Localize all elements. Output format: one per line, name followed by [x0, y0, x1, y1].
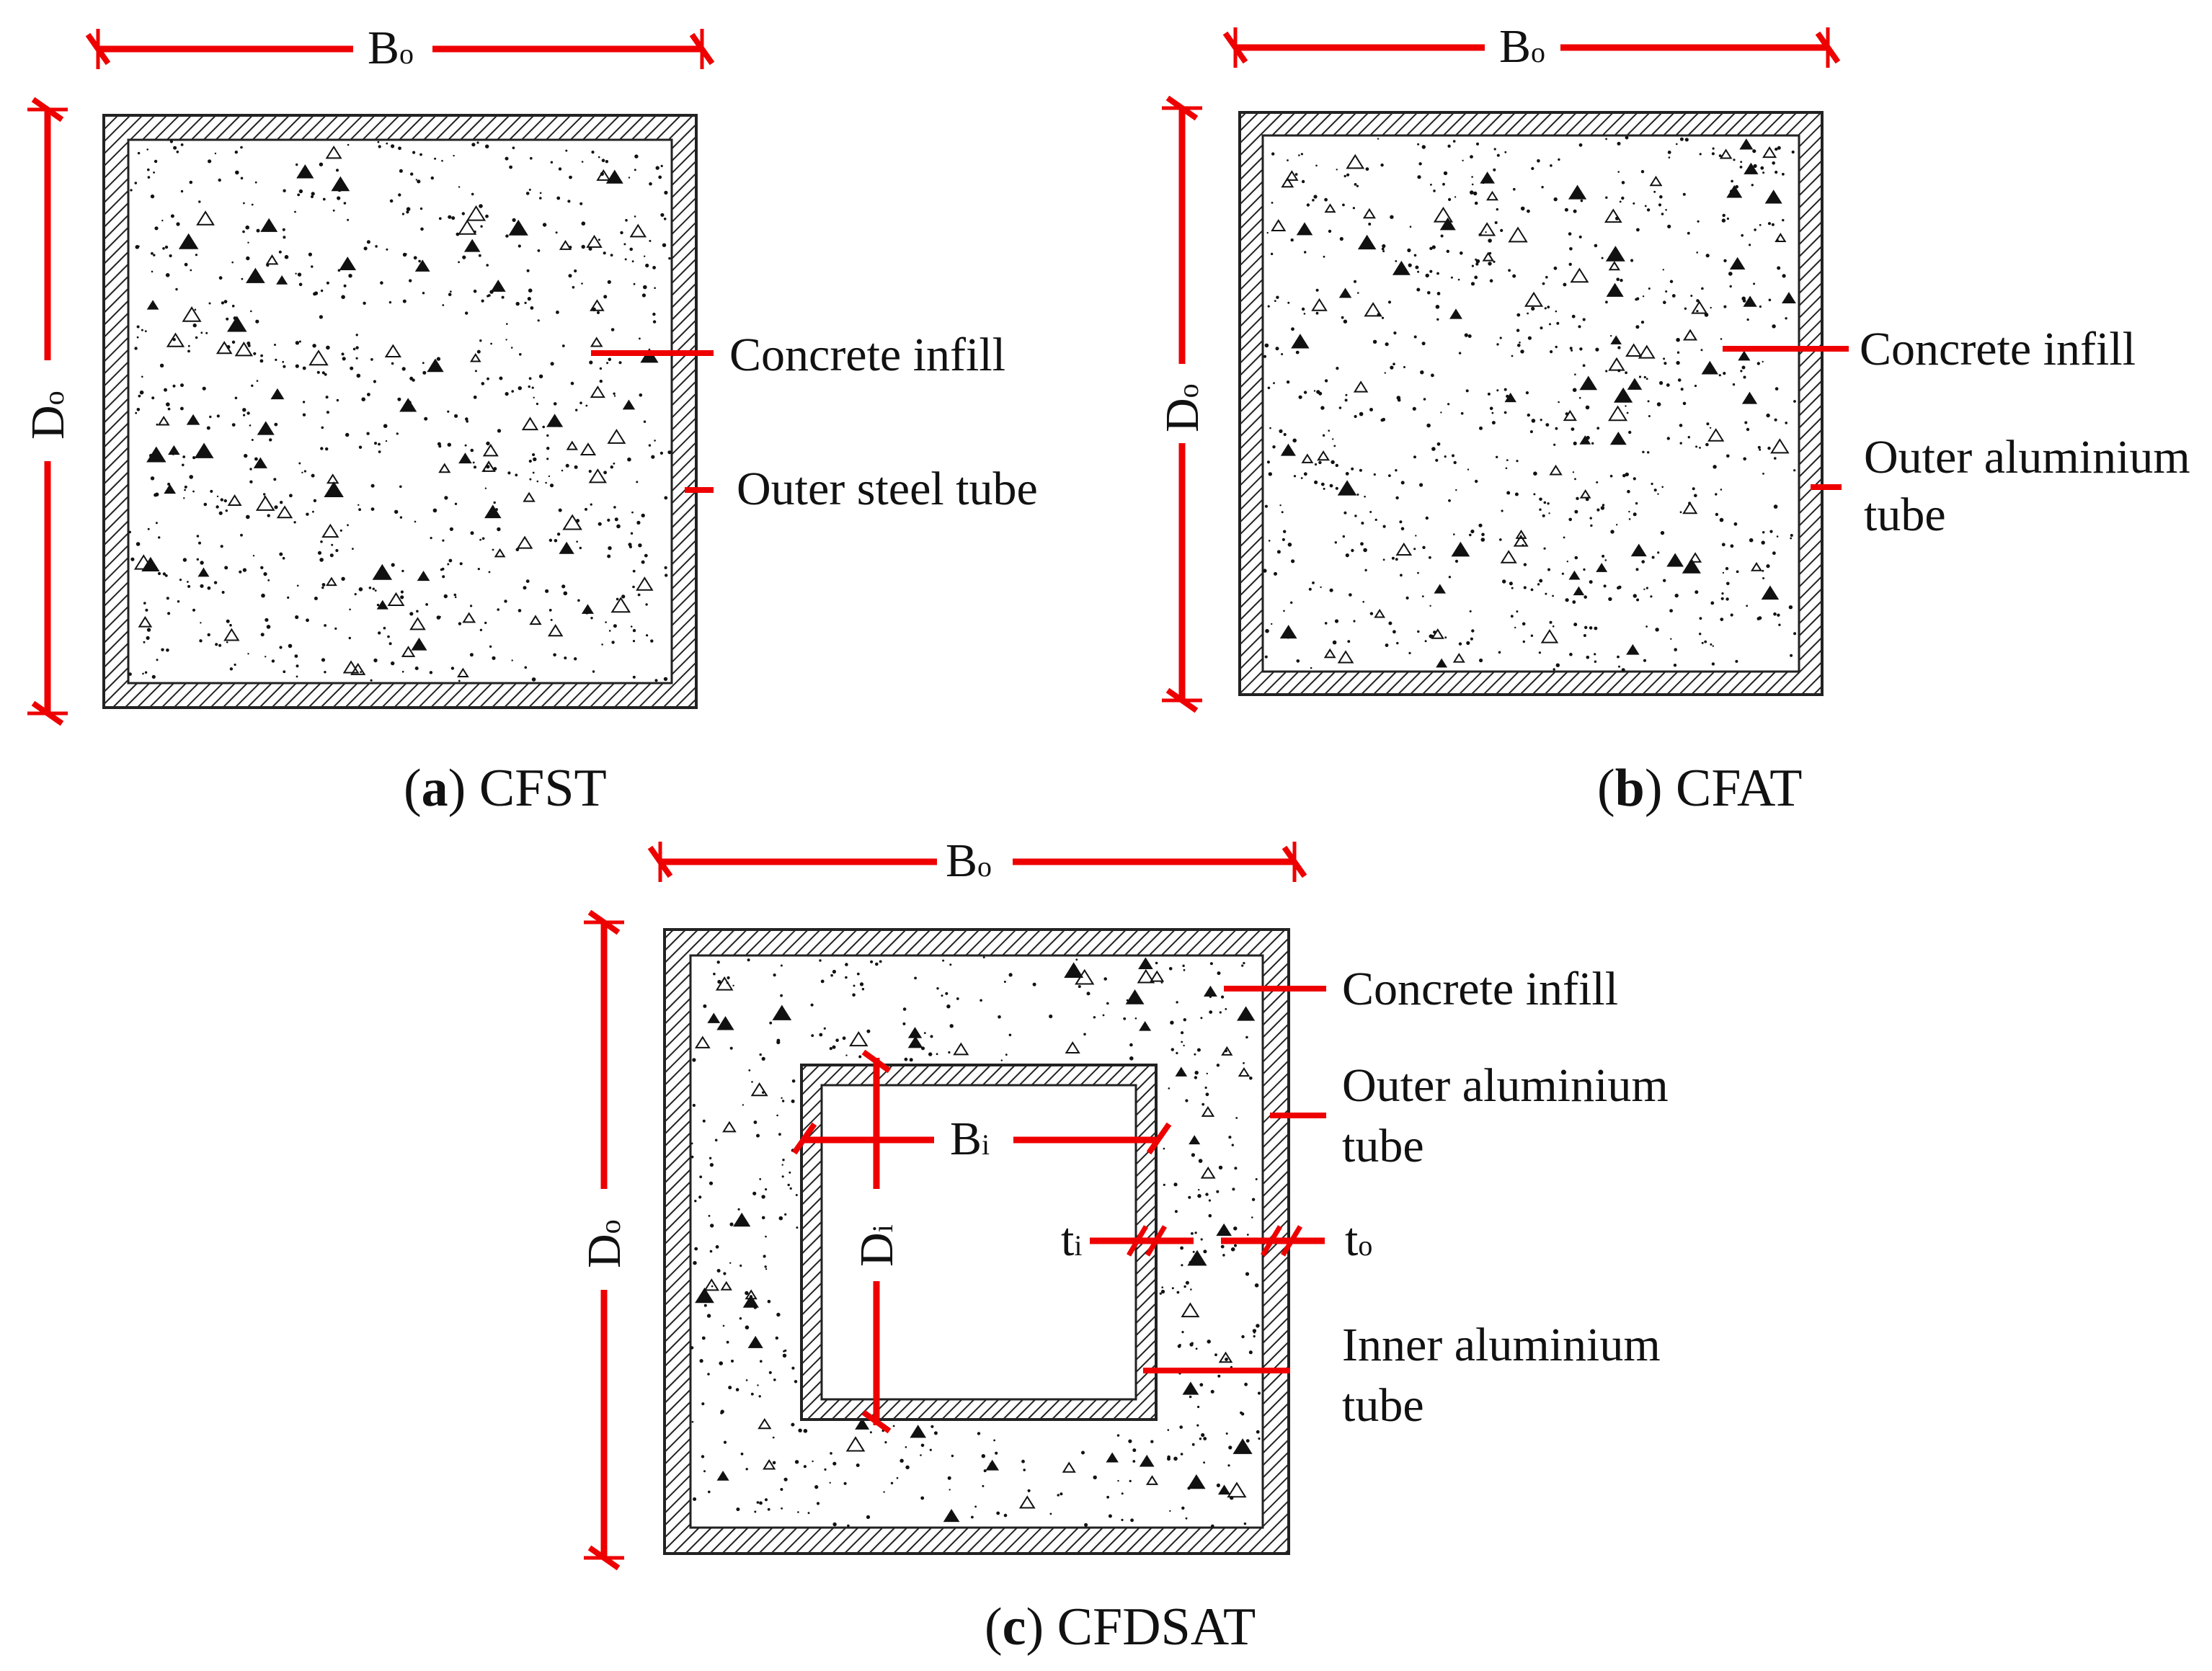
width-dimension-bo: Bo [647, 834, 1307, 887]
label-inner-aluminium-tube-line2: tube [1342, 1379, 1424, 1432]
dim-label-b: B [950, 1113, 982, 1165]
width-dimension-bi: Bi [791, 1113, 1172, 1165]
concrete-aggregate-dots [128, 140, 672, 682]
dim-label-b: B [1499, 20, 1531, 73]
svg-text:Bo: Bo [946, 834, 992, 887]
thickness-dimension-ti: ti [1061, 1213, 1194, 1266]
svg-text:Do: Do [1156, 383, 1209, 432]
concrete-aggregate-dots [690, 956, 1261, 1528]
dim-label-d: D [22, 405, 74, 440]
dim-label-b: B [946, 834, 977, 887]
svg-text:Bo: Bo [1499, 20, 1545, 73]
depth-dimension-di: Di [850, 1049, 903, 1434]
dim-label-b: B [368, 22, 399, 74]
label-concrete-infill: Concrete infill [729, 329, 1005, 381]
label-inner-aluminium-tube-line1: Inner aluminium [1342, 1319, 1661, 1371]
dim-subscript-o: o [1172, 383, 1204, 398]
depth-dimension-do: Do [22, 97, 74, 726]
caption-b: (b) CFAT [1597, 759, 1802, 818]
label-concrete-infill: Concrete infill [1860, 323, 2136, 375]
dim-subscript-o: o [1358, 1229, 1372, 1262]
width-dimension-bo: Bo [85, 22, 715, 74]
svg-text:to: to [1345, 1213, 1372, 1266]
dim-subscript-i: i [1074, 1229, 1082, 1262]
label-concrete-infill: Concrete infill [1342, 963, 1618, 1015]
dim-subscript-o: o [399, 37, 414, 70]
dim-subscript-o: o [594, 1219, 626, 1234]
svg-text:Bo: Bo [368, 22, 414, 74]
panel-c-cfdsat: Bo Do Bi Di [578, 834, 1669, 1657]
concrete-infill-area [1261, 134, 1800, 673]
svg-text:Di: Di [850, 1224, 903, 1267]
dim-subscript-o: o [1531, 36, 1545, 68]
dim-label-d: D [850, 1232, 903, 1267]
depth-dimension-do: Do [1156, 95, 1209, 713]
svg-text:Do: Do [22, 391, 74, 440]
caption-c: (c) CFDSAT [985, 1598, 1256, 1657]
width-dimension-bo: Bo [1222, 20, 1841, 73]
depth-dimension-do: Do [578, 909, 631, 1571]
label-outer-aluminium-tube-line1: Outer aluminium [1342, 1059, 1669, 1112]
label-outer-aluminium-tube-line1: Outer aluminium [1864, 431, 2190, 484]
label-outer-aluminium-tube-line2: tube [1342, 1120, 1424, 1172]
caption-a: (a) CFST [404, 759, 607, 818]
concrete-aggregate-dots [1263, 135, 1797, 672]
label-outer-steel-tube: Outer steel tube [737, 463, 1038, 515]
dim-subscript-i: i [982, 1128, 990, 1161]
dim-subscript-o: o [37, 391, 70, 405]
svg-text:Bi: Bi [950, 1113, 990, 1165]
dim-label-d: D [578, 1234, 631, 1268]
dim-label-d: D [1156, 398, 1209, 432]
thickness-dimension-to: to [1221, 1213, 1372, 1266]
panel-a-cfst: Bo Do Concrete infill Outer steel tube (… [22, 22, 1038, 818]
dim-label-t: t [1061, 1213, 1074, 1266]
svg-text:Do: Do [578, 1219, 631, 1268]
panel-b-cfat: Bo Do Concrete infill Outer aluminium tu… [1156, 20, 2190, 818]
label-outer-aluminium-tube-line2: tube [1864, 489, 1946, 541]
dim-label-t: t [1345, 1213, 1358, 1266]
dim-subscript-o: o [977, 850, 992, 883]
svg-text:ti: ti [1061, 1213, 1082, 1266]
dim-subscript-i: i [866, 1224, 899, 1232]
